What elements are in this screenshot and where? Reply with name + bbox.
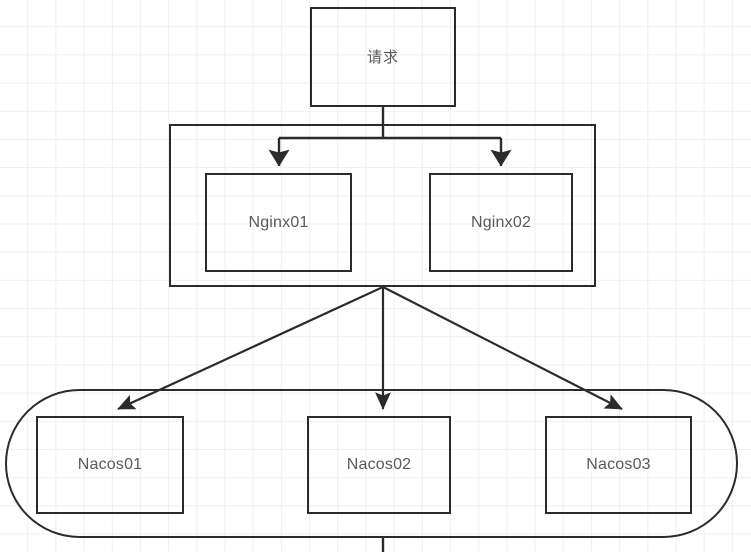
node-nacos02-label: Nacos02	[346, 456, 412, 473]
node-nacos03[interactable]: Nacos03	[545, 416, 692, 514]
node-nginx02-label: Nginx02	[470, 213, 532, 231]
node-nacos03-label: Nacos03	[586, 456, 651, 473]
node-nacos02[interactable]: Nacos02	[307, 416, 451, 514]
node-nacos01[interactable]: Nacos01	[36, 416, 184, 514]
node-request-label: 请求	[366, 48, 399, 66]
node-nginx01-label: Nginx01	[248, 213, 309, 231]
group-nacos-cluster	[5, 389, 738, 538]
node-nginx02[interactable]: Nginx02	[429, 173, 573, 272]
edge-nginx-to-nacos03	[382, 286, 623, 410]
node-request[interactable]: 请求	[310, 7, 456, 107]
node-nginx01[interactable]: Nginx01	[205, 173, 352, 272]
edge-nginx-to-nacos01	[117, 286, 384, 410]
group-nginx-cluster	[169, 124, 596, 287]
node-nacos01-label: Nacos01	[77, 456, 143, 473]
edge-request-to-nginx-bus	[279, 107, 501, 140]
